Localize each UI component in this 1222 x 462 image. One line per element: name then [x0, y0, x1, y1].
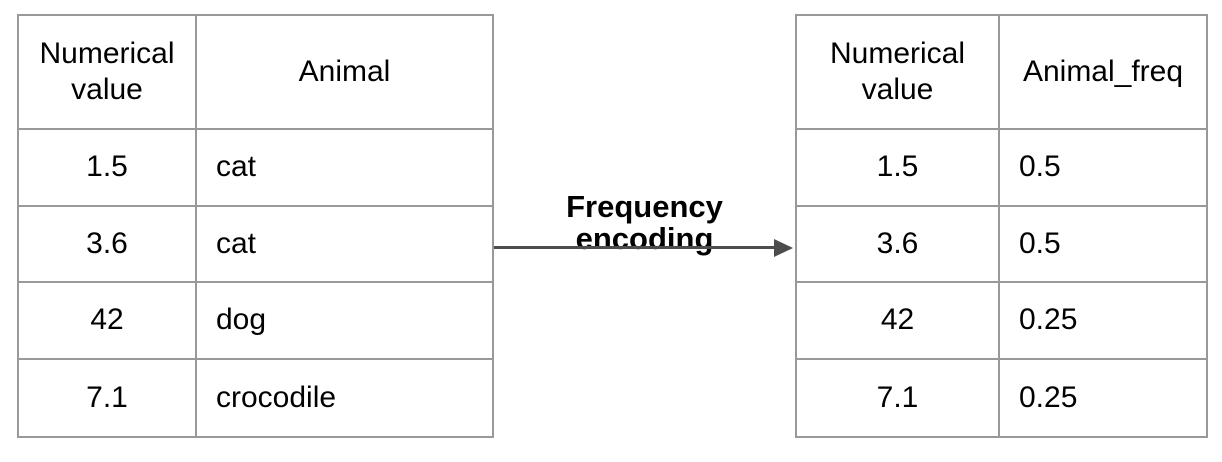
table-cell: 7.1 [797, 359, 1000, 436]
encoded-table: Numerical value Animal_freq 1.5 0.5 3.6 … [795, 14, 1208, 438]
header-label: Numerical value [39, 37, 175, 106]
table-cell: 42 [797, 283, 1000, 360]
table-cell: 0.25 [1019, 380, 1078, 414]
table-cell: 1.5 [19, 130, 197, 207]
table-header-cell: Numerical value [797, 16, 1000, 130]
table-header-cell: Animal_freq [1000, 16, 1206, 130]
table-cell: 42 [19, 283, 197, 360]
table-cell: 0.25 [1000, 283, 1206, 360]
table-header-cell: Animal [197, 16, 492, 130]
table-cell: 0.5 [1000, 130, 1206, 207]
table-cell: 3.6 [797, 206, 1000, 283]
header-label: Animal_freq [1022, 55, 1184, 88]
table-cell: dog [197, 283, 492, 360]
header-label: Animal [298, 55, 391, 88]
arrow-line [494, 246, 776, 249]
table-cell: 1.5 [797, 130, 1000, 207]
table-cell: crocodile [216, 380, 337, 414]
table-cell: cat [197, 130, 492, 207]
frequency-encoding-label: Frequency encoding [566, 189, 723, 256]
table-header-cell: Numerical value [19, 16, 197, 130]
table-cell: 7.1 [19, 359, 197, 436]
table-cell: cat [197, 207, 492, 283]
source-table: Numerical value Animal 1.5 cat 3.6 cat 4… [17, 14, 494, 438]
right-arrow-icon [774, 239, 793, 257]
header-label: Numerical value [829, 37, 966, 106]
table-cell: 3.6 [19, 206, 197, 283]
table-cell: 0.5 [1000, 207, 1206, 283]
